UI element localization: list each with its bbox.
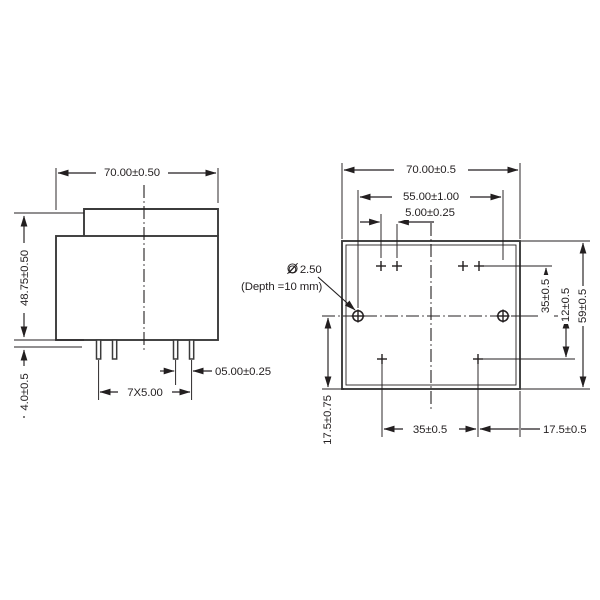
dim-label-hole-span: 55.00±1.00 <box>403 191 459 203</box>
bottom-view-group: Ø 2.50 (Depth =10 mm) 70.00±0.5 55.00±1.… <box>241 161 591 454</box>
pin-mark <box>392 261 402 271</box>
dim-bottom-hole-to-lower: 12±0.5 <box>483 286 575 360</box>
dim-front-pin-spacing: 05.00±0.25 <box>160 360 271 385</box>
pin-mark <box>458 261 468 271</box>
dim-bottom-overall-width: 70.00±0.5 <box>341 161 521 239</box>
dim-label-bottom-left-span: 35±0.5 <box>413 424 447 436</box>
diameter-symbol-icon <box>287 262 298 275</box>
dim-bottom-right-span: 17.5±0.5 <box>479 391 587 437</box>
callout-label-diameter: Ø 2.50 <box>288 264 322 276</box>
dim-bottom-pin-spacing: 5.00±0.25 <box>360 205 465 258</box>
dim-label-bottom-height: 59±0.5 <box>577 289 589 323</box>
front-view-body-outline <box>55 208 219 341</box>
dim-bottom-upper-to-hole: 35±0.5 <box>484 265 554 317</box>
dim-bottom-overall-height: 59±0.5 <box>521 240 591 390</box>
dim-label-front-pin-span: 7X5.00 <box>127 387 163 399</box>
dim-label-front-height: 48.75±0.50 <box>19 250 31 306</box>
dim-label-front-pin-spacing: 05.00±0.25 <box>215 366 271 378</box>
callout-label-depth: (Depth =10 mm) <box>241 281 323 293</box>
front-view-pins <box>95 339 195 360</box>
dim-label-front-width: 70.00±0.50 <box>104 167 160 179</box>
pin-mark <box>376 261 386 271</box>
dim-label-bottom-right-span: 17.5±0.5 <box>543 424 586 436</box>
dim-label-upper-to-hole: 35±0.5 <box>540 279 552 313</box>
pin-marks-upper-row <box>376 261 484 271</box>
dim-front-body-height: 48.75±0.50 <box>14 212 84 341</box>
dim-label-hole-to-lower: 12±0.5 <box>560 288 572 322</box>
dim-label-bottom-pin-spacing: 5.00±0.25 <box>405 207 455 219</box>
dim-front-pin-length: 4.0±0.5 <box>14 346 82 418</box>
dim-label-bottom-width: 70.00±0.5 <box>406 164 456 176</box>
dim-label-front-pin-length: 4.0±0.5 <box>19 373 31 410</box>
mounting-hole-right <box>496 309 510 323</box>
dim-front-pin-pitch-span: 7X5.00 <box>98 360 193 400</box>
front-view-group: 70.00±0.50 48.75±0.50 4.0±0.5 7X5.00 <box>14 164 271 418</box>
mounting-hole-left <box>351 309 365 323</box>
pin-mark <box>474 261 484 271</box>
dim-bottom-left-span: 35±0.5 <box>381 361 479 437</box>
dim-bottom-hole-span: 55.00±1.00 <box>357 188 504 308</box>
dim-label-hole-to-edge: 17.5±0.75 <box>322 395 334 445</box>
dim-bottom-hole-to-edge: 17.5±0.75 <box>320 317 344 454</box>
dim-front-overall-width: 70.00±0.50 <box>55 164 219 210</box>
hole-diameter-callout: Ø 2.50 (Depth =10 mm) <box>241 262 356 311</box>
